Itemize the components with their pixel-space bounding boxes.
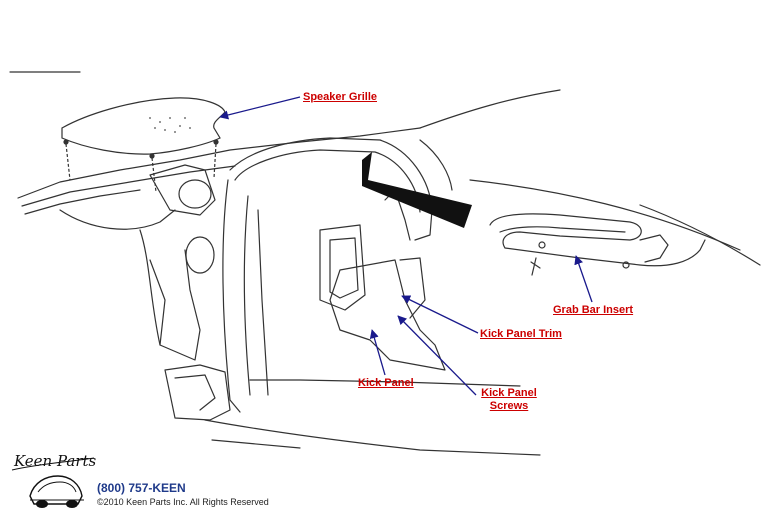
- copyright-text: ©2010 Keen Parts Inc. All Rights Reserve…: [97, 497, 269, 507]
- callout-kick-panel[interactable]: Kick Panel: [358, 377, 414, 389]
- leader-kick-panel-screws: [397, 315, 477, 396]
- callout-kick-panel-trim[interactable]: Kick Panel Trim: [480, 328, 562, 340]
- speaker-grille-texture: [149, 117, 191, 133]
- phone-number[interactable]: (800) 757-KEEN: [97, 481, 186, 495]
- dashboard-drawing: [9, 71, 761, 456]
- keen-parts-logo: Keen Parts: [11, 452, 97, 508]
- leader-kick-panel: [369, 329, 386, 376]
- leader-lines: [219, 96, 593, 396]
- callout-grab-bar-insert[interactable]: Grab Bar Insert: [553, 304, 634, 316]
- callout-kick-panel-screws-line2: Screws: [489, 400, 529, 412]
- leader-grab-bar-insert: [574, 255, 593, 303]
- callout-kick-panel-screws[interactable]: Kick Panel Screws: [472, 387, 546, 413]
- pillar-wedge: [362, 152, 472, 228]
- callout-speaker-grille[interactable]: Speaker Grille: [303, 91, 377, 103]
- leader-kick-panel-trim: [401, 295, 479, 334]
- leader-speaker-grille: [219, 96, 301, 120]
- callout-kick-panel-screws-line1: Kick Panel: [481, 387, 537, 399]
- speaker-grille-part: [61, 97, 226, 193]
